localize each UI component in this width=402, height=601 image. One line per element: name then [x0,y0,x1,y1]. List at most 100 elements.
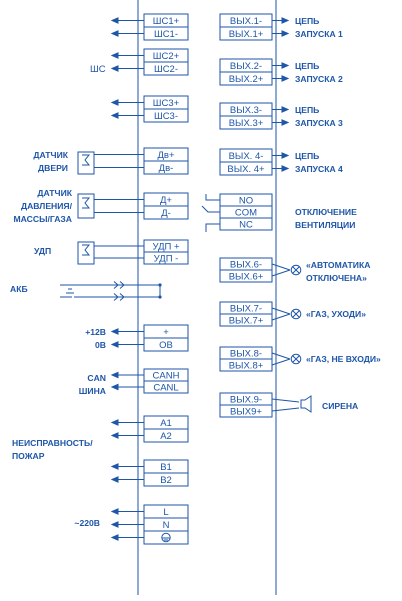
arrow-left-icon [110,99,119,106]
fault-label-2: ПОЖАР [12,451,45,461]
lamp-icon [292,355,300,363]
power-label-12v: +12В [85,327,106,337]
shs-3-pin-label: ШС3+ [153,98,180,109]
arrow-right-icon [281,106,290,113]
switch-contact-icon [82,154,91,166]
arrow-left-icon [110,383,119,391]
fault-label-1: НЕИСПРАВНОСТЬ/ [12,438,93,448]
wire [271,407,300,412]
shs-group-label: ШС [90,64,106,75]
output-label: ЦЕПЬ [295,16,319,26]
siren-pin-label: ВЫХ.9- [230,394,262,405]
indicator-3-pin-label: ВЫХ.8+ [229,360,264,371]
shs-3-pin-label: ШС3- [154,111,178,122]
indicator-1-pin-label: ВЫХ.6- [230,259,262,270]
arrow-right-icon [281,30,290,37]
lamp-icon [292,310,300,318]
arrow-left-icon [110,463,119,470]
output-1-pin-label: ВЫХ.1- [230,16,262,27]
udp-button-box [77,241,95,265]
output-3-pin-label: ВЫХ.3+ [229,118,264,129]
indicator-label: «АВТОМАТИКА [306,260,370,270]
door-label-1: ДАТЧИК [33,150,68,160]
door-sensor-box [77,151,95,175]
shs-1-pin-label: ШС1- [154,29,178,40]
power-label-0v: 0В [95,340,106,350]
arrow-left-icon [110,476,119,483]
indicator-label: «ГАЗ, УХОДИ» [306,309,366,319]
arrow-right-icon [281,62,290,69]
udp-label: УДП [34,246,51,256]
output-label: ЦЕПЬ [295,151,319,161]
relay-pin-label: COM [235,207,257,218]
arrow-left-icon [110,341,119,348]
relay-pin-label: NC [239,219,253,230]
power-pin-label: + [163,327,169,338]
junction-dot [158,295,162,299]
shs-2-pin-label: ШС2+ [153,51,180,62]
shs-1-pin-label: ШС1+ [153,16,180,27]
arrow-left-icon [110,30,119,37]
relay-contact-icon [201,205,220,213]
arrow-right-icon [281,17,290,24]
indicator-2-pin-label: ВЫХ.7+ [229,315,264,326]
chevron-icon [119,293,125,301]
pressure-pin-label: Д- [161,208,171,219]
fault-b-pin-label: B1 [160,462,172,473]
fault-b-pin-label: B2 [160,475,172,486]
switch-contact-icon [82,197,91,209]
door-pin-label: Дв- [159,163,174,174]
indicator-2-pin-label: ВЫХ.7- [230,303,262,314]
junction-dot [158,283,162,287]
wire [271,307,291,315]
power-pin-label: ОВ [159,340,173,351]
arrow-right-icon [281,119,290,126]
arrow-left-icon [110,112,119,119]
siren-pin-label: ВЫХ9+ [230,406,262,417]
output-3-pin-label: ВЫХ.3- [230,105,262,116]
output-label: ЗАПУСКА 2 [295,74,343,84]
arrow-left-icon [110,65,119,72]
arrow-left-icon [110,52,119,59]
can-label-2: ШИНА [79,386,106,396]
arrow-right-icon [281,152,290,159]
output-label: ЗАПУСКА 4 [295,164,343,174]
relay-label-2: ВЕНТИЛЯЦИИ [295,220,355,230]
udp-pin-label: УДП - [154,253,179,264]
wire [271,269,291,277]
output-4-pin-label: ВЫХ. 4- [229,151,264,162]
arrow-right-icon [281,75,290,82]
can-pin-label: CANL [153,382,178,393]
shs-2-pin-label: ШС2- [154,64,178,75]
arrow-left-icon [110,419,119,426]
output-label: ЦЕПЬ [295,61,319,71]
fault-a-pin-label: A2 [160,431,172,442]
indicator-3-pin-label: ВЫХ.8- [230,348,262,359]
arrow-left-icon [110,521,119,528]
output-1-pin-label: ВЫХ.1+ [229,29,264,40]
pressure-sensor-box [77,193,95,219]
wire [271,313,291,321]
arrow-left-icon [110,17,119,24]
wire [271,358,291,366]
arrow-left-icon [110,534,119,541]
udp-pin-label: УДП + [152,241,180,252]
arrow-left-icon [110,432,119,439]
door-label-2: ДВЕРИ [38,163,68,173]
relay-pin-label: NO [239,195,253,206]
pressure-label-3: МАССЫ/ГАЗА [14,214,73,224]
mains-label: ~220В [74,518,100,528]
lamp-icon [292,266,300,274]
siren-label: СИРЕНА [322,401,358,411]
wire [271,263,291,271]
arrow-left-icon [110,371,119,379]
relay-wire [205,223,220,232]
wire [271,352,291,360]
chevron-icon [119,281,125,289]
output-2-pin-label: ВЫХ.2- [230,61,262,72]
output-label: ЗАПУСКА 1 [295,29,343,39]
arrow-left-icon [110,328,119,335]
mains-pin-label: L [163,507,168,518]
output-label: ЦЕПЬ [295,105,319,115]
